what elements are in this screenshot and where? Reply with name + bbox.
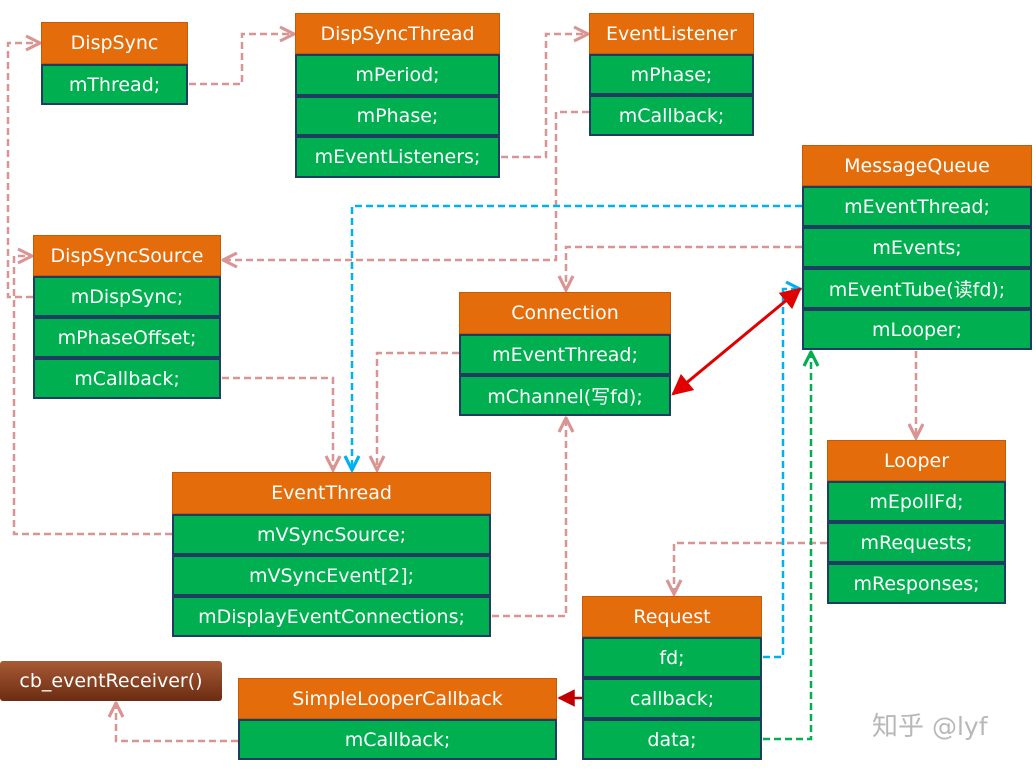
connector-eventthread-to-connection [492,418,566,618]
connector-connection-to-eventthread [377,351,459,470]
event-receiver-callback: cb_eventReceiver() [0,661,222,701]
watermark-brand: 知乎 [872,712,925,742]
connector-eventlistener-to-dispsyncsource [223,110,589,260]
request-field-data: data; [582,719,762,760]
messagequeue-title: MessageQueue [802,145,1032,186]
eventlistener-field-mcallback: mCallback; [589,95,754,136]
request-field-callback: callback; [582,678,762,719]
connector-channel-eventtube-pipe [671,287,802,396]
dispsyncthread-field-mperiod: mPeriod; [295,54,500,96]
connector-eventthread-to-dispsyncsource [12,256,172,536]
looper-field-mresponses: mResponses; [827,563,1006,604]
connector-dispsyncsource-to-dispsync [6,43,40,299]
connection-field-mchannel: mChannel(写fd); [459,375,671,416]
connector-request-data-to-messagequeue [763,352,811,741]
dispsyncsource-field-mphaseoffset: mPhaseOffset; [33,317,221,358]
dispsyncthread-field-meventlisteners: mEventListeners; [295,136,500,178]
messagequeue-field-meventtube: mEventTube(读fd); [802,268,1032,309]
connector-dispsyncsource-to-eventthread [222,376,333,470]
eventthread-field-mvsyncsource: mVSyncSource; [172,514,491,555]
eventthread-field-mvsyncevent: mVSyncEvent[2]; [172,555,491,596]
dispsyncthread-field-mphase: mPhase; [295,96,500,136]
simplelooper-field-mcallback: mCallback; [238,719,557,760]
watermark-user: @lyf [931,712,988,741]
connector-request-fd-to-eventtube [763,289,800,659]
eventlistener-field-mphase: mPhase; [589,54,754,95]
connector-dispsync-to-dispsyncthread [189,34,294,86]
request-title: Request [582,596,762,637]
simplelooper-title: SimpleLooperCallback [238,678,557,719]
dispsync-title: DispSync [41,22,188,64]
dispsyncsource-field-mcallback: mCallback; [33,358,221,399]
dispsync-field-mthread: mThread; [41,64,188,105]
looper-field-mrequests: mRequests; [827,522,1006,563]
messagequeue-field-meventthread: mEventThread; [802,186,1032,227]
watermark: 知乎 @lyf [872,706,988,743]
messagequeue-field-mlooper: mLooper; [802,309,1032,350]
looper-field-mepollfd: mEpollFd; [827,481,1006,522]
dispsyncthread-title: DispSyncThread [295,13,500,54]
eventthread-field-mdisplayeventconnections: mDisplayEventConnections; [172,596,491,637]
connection-field-meventthread: mEventThread; [459,334,671,375]
connector-looper-to-request [674,541,827,594]
request-field-fd: fd; [582,637,762,678]
eventlistener-title: EventListener [589,13,754,54]
eventthread-title: EventThread [172,472,491,514]
dispsyncsource-title: DispSyncSource [33,235,221,276]
looper-title: Looper [827,440,1006,481]
connector-simplelooper-to-receiver [116,703,238,743]
connector-dispsyncthread-to-eventlistener [501,34,588,159]
connector-messagequeue-to-eventthread [352,204,802,470]
connector-messagequeue-to-connection [566,245,802,290]
dispsyncsource-field-mdispsync: mDispSync; [33,276,221,317]
messagequeue-field-mevents: mEvents; [802,227,1032,268]
connection-title: Connection [459,292,671,334]
